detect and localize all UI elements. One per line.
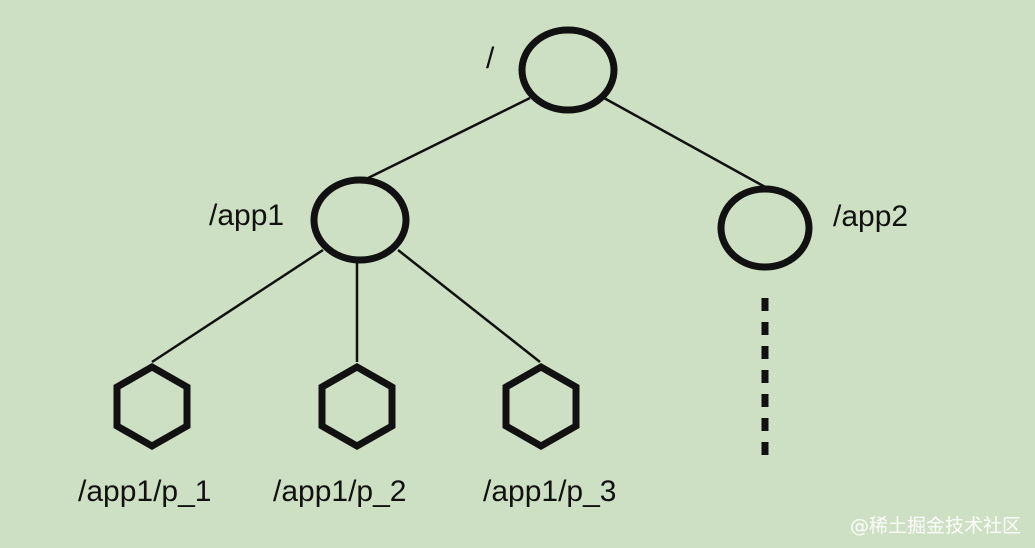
watermark-text: @稀土掘金技术社区	[849, 515, 1021, 537]
edge-root-app2	[603, 96, 768, 190]
label-app2: /app2	[833, 200, 909, 233]
label-p1: /app1/p_1	[78, 475, 212, 508]
node-p1	[113, 362, 191, 451]
label-p3: /app1/p_3	[483, 475, 617, 508]
label-p2: /app1/p_2	[273, 475, 407, 508]
edge-app1-p1	[151, 248, 324, 364]
label-root: /	[486, 42, 495, 75]
label-app1: /app1	[209, 199, 285, 232]
node-app2	[717, 185, 813, 271]
node-root	[518, 26, 618, 114]
edge-root-app1	[361, 96, 531, 183]
node-p2	[318, 362, 396, 451]
node-app1	[310, 176, 410, 264]
edge-app1-p3	[397, 249, 541, 363]
node-p3	[502, 362, 580, 451]
